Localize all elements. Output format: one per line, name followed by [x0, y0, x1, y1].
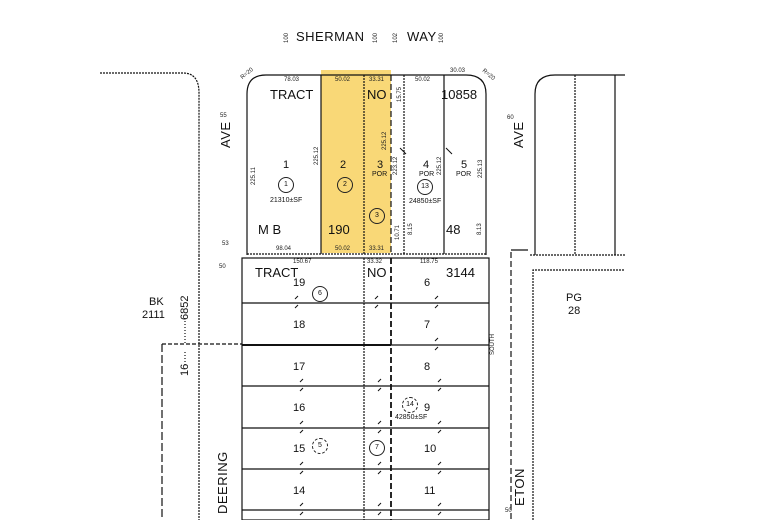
street-name-deering: DEERING [215, 451, 230, 514]
parcel-circle-2[interactable]: 2 [337, 177, 353, 193]
dim-bottom: 33.31 [369, 246, 385, 252]
mb-page: 190 [328, 222, 350, 237]
lot-area-14: 42850±SF [395, 414, 428, 421]
lot-number-2: 2 [340, 159, 347, 171]
lot-number-17: 17 [293, 361, 306, 373]
dim-side: 223.12 [393, 156, 399, 175]
lot-number-8: 8 [424, 361, 431, 373]
dim-side: 225.12 [314, 146, 320, 165]
parcel-circle-3[interactable]: 3 [369, 208, 385, 224]
street-num-eton: 50 [505, 508, 512, 514]
upper-tract-word-2: NO [367, 87, 387, 102]
lot-number-7: 7 [424, 319, 431, 331]
dim-top: 50.02 [415, 77, 431, 83]
dim-side: 10.71 [395, 224, 401, 240]
street-num: 100 [284, 32, 290, 43]
dim-bottom: 50.02 [335, 246, 351, 252]
street-num: 102 [393, 32, 399, 43]
street-num: 100 [439, 32, 445, 43]
street-name-right-ave: AVE [511, 121, 526, 148]
lot-number-10: 10 [424, 443, 437, 455]
lot-number-3: 3 [377, 159, 384, 171]
book-side-number: 6852 [179, 295, 191, 320]
lot-number-11: 11 [424, 485, 436, 497]
dim-lower-top: 150.67 [293, 259, 312, 265]
dim-side: 15.75 [397, 86, 403, 102]
book-label: BK [149, 296, 164, 308]
lower-side-num: 50 [219, 264, 226, 270]
lot-portion-5: POR [456, 171, 472, 178]
lower-tract-word-3: 3144 [446, 265, 475, 280]
street-name-way: WAY [407, 29, 437, 44]
lot-portion-3: POR [372, 171, 388, 178]
parcel-circle-1[interactable]: 1 [278, 177, 294, 193]
street-num-left-bottom: 53 [222, 241, 229, 247]
street-name-left-ave: AVE [218, 121, 233, 148]
page-label: PG [566, 292, 582, 304]
lower-tract-word-2: NO [367, 265, 387, 280]
lot-number-5: 5 [461, 159, 468, 171]
lower-tract-word-1: TRACT [255, 265, 299, 280]
lot-number-9: 9 [424, 402, 431, 414]
lot-number-18: 18 [293, 319, 306, 331]
dim-side: 225.12 [382, 131, 388, 150]
lot-area-4: 24850±SF [409, 198, 442, 205]
mb-label: M B [258, 222, 282, 237]
dim-top: 78.03 [284, 77, 300, 83]
dim-lower-top: 118.75 [420, 259, 438, 265]
street-num-left-top: 55 [220, 113, 227, 119]
street-num: 100 [373, 32, 379, 43]
lot-number-1: 1 [283, 159, 290, 171]
parcel-circle-7[interactable]: 7 [369, 440, 385, 456]
parcel-circle-5[interactable]: 5 [312, 438, 328, 454]
lot-area-1: 21310±SF [270, 197, 303, 204]
upper-tract-word-1: TRACT [270, 87, 314, 102]
mb-right: 48 [446, 222, 461, 237]
parcel-circle-14[interactable]: 14 [402, 397, 418, 413]
lot-portion-4: POR [419, 171, 435, 178]
dim-lower-top: 33.32 [367, 259, 383, 265]
parcel-circle-13[interactable]: 13 [417, 179, 433, 195]
page-number: 28 [568, 305, 581, 317]
dim-bottom: 98.04 [276, 246, 292, 252]
dim-top: 50.02 [335, 77, 351, 83]
lot-number-19: 19 [293, 277, 306, 289]
dim-top: 30.03 [450, 68, 466, 74]
lot-number-4: 4 [423, 159, 430, 171]
book-side-number-2: 16 [179, 363, 191, 376]
street-name-sherman: SHERMAN [296, 29, 365, 44]
dim-side: 8.15 [408, 223, 414, 235]
street-name-eton: ETON [512, 468, 527, 506]
book-number: 2111 [142, 309, 165, 321]
lot-number-16: 16 [293, 402, 306, 414]
upper-tract-word-3: 10858 [441, 87, 478, 102]
dim-top: 33.31 [369, 77, 385, 83]
dim-side: 8.13 [477, 223, 483, 235]
dim-side: 225.11 [251, 167, 257, 185]
dim-side: 225.12 [437, 156, 443, 175]
dim-side: 225.13 [478, 159, 484, 178]
lot-number-14: 14 [293, 485, 306, 497]
street-name-south: SOUTH [490, 334, 496, 355]
street-num-right-top: 60 [507, 115, 514, 121]
lot-number-15: 15 [293, 443, 306, 455]
parcel-circle-6[interactable]: 6 [312, 286, 328, 302]
lot-number-6: 6 [424, 277, 431, 289]
